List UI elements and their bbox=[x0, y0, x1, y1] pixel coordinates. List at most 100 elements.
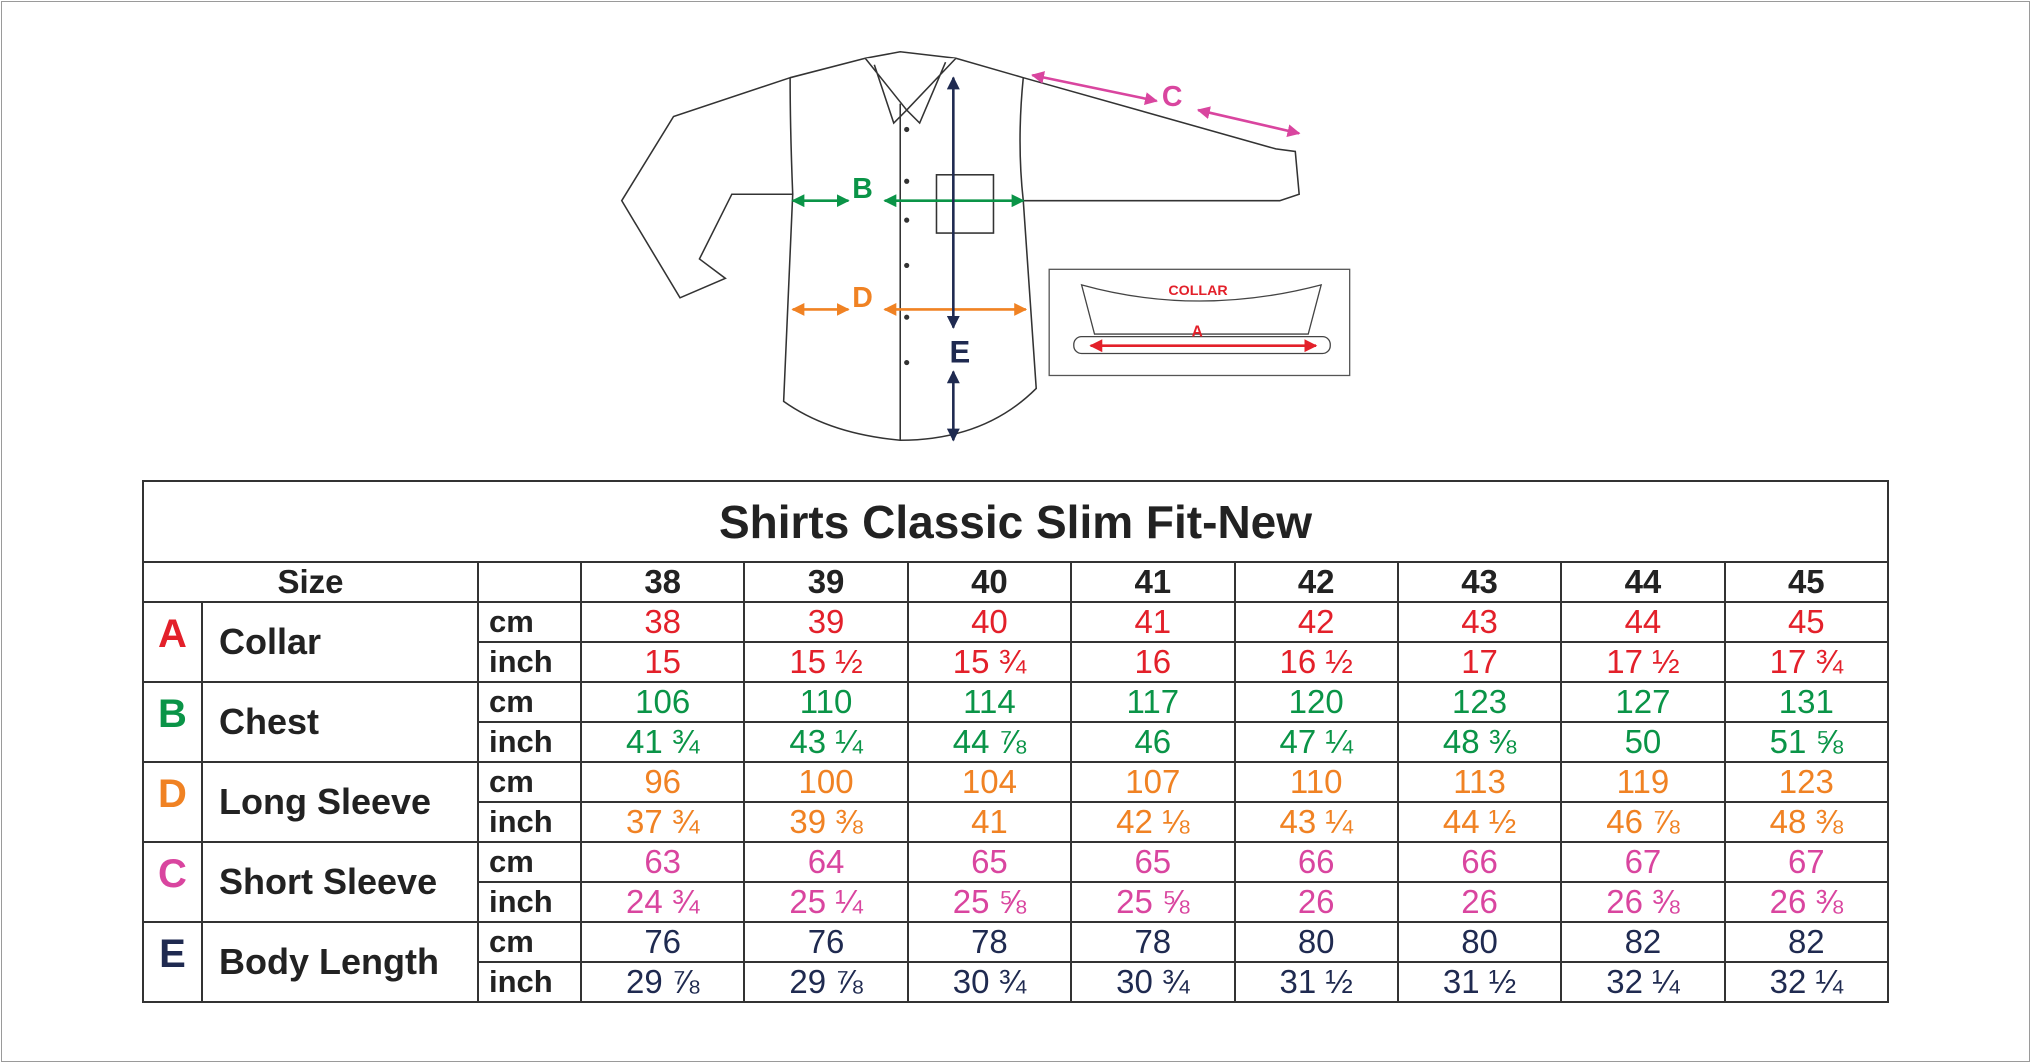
value-cell: 26 bbox=[1396, 881, 1563, 923]
value-cell: 41 ¾ bbox=[579, 721, 746, 763]
measurement-letter: A bbox=[142, 601, 203, 683]
value-cell: 123 bbox=[1396, 681, 1563, 723]
unit-label: cm bbox=[477, 841, 582, 883]
label-e: E bbox=[949, 335, 970, 370]
value-cell: 48 ⅜ bbox=[1723, 801, 1890, 843]
value-cell: 38 bbox=[579, 601, 746, 643]
value-cell: 26 bbox=[1233, 881, 1399, 923]
value-cell: 117 bbox=[1070, 681, 1236, 723]
value-cell: 100 bbox=[743, 761, 909, 803]
value-cell: 76 bbox=[579, 921, 746, 963]
value-cell: 80 bbox=[1396, 921, 1563, 963]
size-header: Size bbox=[142, 561, 479, 603]
value-cell: 65 bbox=[906, 841, 1073, 883]
value-cell: 41 bbox=[1070, 601, 1236, 643]
label-a: A bbox=[1192, 324, 1203, 341]
size-column-header: 43 bbox=[1396, 561, 1563, 603]
value-cell: 39 bbox=[743, 601, 909, 643]
value-cell: 64 bbox=[743, 841, 909, 883]
value-cell: 48 ⅜ bbox=[1396, 721, 1563, 763]
measurement-label: Long Sleeve bbox=[201, 761, 479, 843]
value-cell: 110 bbox=[1233, 761, 1399, 803]
value-cell: 24 ¾ bbox=[579, 881, 746, 923]
size-column-header: 42 bbox=[1233, 561, 1399, 603]
value-cell: 41 bbox=[906, 801, 1073, 843]
value-cell: 26 ⅜ bbox=[1723, 881, 1890, 923]
value-cell: 15 bbox=[579, 641, 746, 683]
value-cell: 113 bbox=[1396, 761, 1563, 803]
value-cell: 45 bbox=[1723, 601, 1890, 643]
size-column-header: 45 bbox=[1723, 561, 1890, 603]
label-b: B bbox=[852, 173, 873, 205]
unit-label: cm bbox=[477, 601, 582, 643]
value-cell: 66 bbox=[1396, 841, 1563, 883]
value-cell: 67 bbox=[1560, 841, 1726, 883]
value-cell: 30 ¾ bbox=[1070, 961, 1236, 1003]
shirt-outline bbox=[620, 51, 1300, 441]
value-cell: 15 ¾ bbox=[906, 641, 1073, 683]
value-cell: 82 bbox=[1723, 921, 1890, 963]
value-cell: 16 bbox=[1070, 641, 1236, 683]
unit-label: inch bbox=[477, 881, 582, 923]
value-cell: 63 bbox=[579, 841, 746, 883]
value-cell: 25 ¼ bbox=[743, 881, 909, 923]
value-cell: 42 bbox=[1233, 601, 1399, 643]
value-cell: 78 bbox=[1070, 921, 1236, 963]
value-cell: 43 ¼ bbox=[743, 721, 909, 763]
buttons bbox=[904, 126, 910, 366]
value-cell: 31 ½ bbox=[1396, 961, 1563, 1003]
value-cell: 31 ½ bbox=[1233, 961, 1399, 1003]
value-cell: 17 ½ bbox=[1560, 641, 1726, 683]
value-cell: 17 bbox=[1396, 641, 1563, 683]
unit-header-empty bbox=[477, 561, 582, 603]
value-cell: 17 ¾ bbox=[1723, 641, 1890, 683]
value-cell: 25 ⅝ bbox=[1070, 881, 1236, 923]
chart-title: Shirts Classic Slim Fit-New bbox=[142, 480, 1889, 563]
value-cell: 82 bbox=[1560, 921, 1726, 963]
value-cell: 25 ⅝ bbox=[906, 881, 1073, 923]
value-cell: 40 bbox=[906, 601, 1073, 643]
label-d: D bbox=[852, 282, 873, 314]
value-cell: 78 bbox=[906, 921, 1073, 963]
value-cell: 44 bbox=[1560, 601, 1726, 643]
size-column-header: 44 bbox=[1560, 561, 1726, 603]
value-cell: 46 bbox=[1070, 721, 1236, 763]
value-cell: 29 ⅞ bbox=[743, 961, 909, 1003]
measurement-label: Chest bbox=[201, 681, 479, 763]
value-cell: 32 ¼ bbox=[1723, 961, 1890, 1003]
shirt-diagram: B D E C COLLAR A bbox=[620, 51, 1351, 442]
value-cell: 131 bbox=[1723, 681, 1890, 723]
unit-label: cm bbox=[477, 761, 582, 803]
value-cell: 43 ¼ bbox=[1233, 801, 1399, 843]
value-cell: 106 bbox=[579, 681, 746, 723]
value-cell: 37 ¾ bbox=[579, 801, 746, 843]
size-column-header: 40 bbox=[906, 561, 1073, 603]
measurement-label: Short Sleeve bbox=[201, 841, 479, 923]
value-cell: 51 ⅝ bbox=[1723, 721, 1890, 763]
value-cell: 76 bbox=[743, 921, 909, 963]
value-cell: 107 bbox=[1070, 761, 1236, 803]
collar-caption: COLLAR bbox=[1168, 283, 1227, 299]
value-cell: 114 bbox=[906, 681, 1073, 723]
size-column-header: 39 bbox=[743, 561, 909, 603]
value-cell: 44 ⅞ bbox=[906, 721, 1073, 763]
value-cell: 80 bbox=[1233, 921, 1399, 963]
measurement-label: Collar bbox=[201, 601, 479, 683]
measurement-letter: B bbox=[142, 681, 203, 763]
unit-label: cm bbox=[477, 921, 582, 963]
value-cell: 127 bbox=[1560, 681, 1726, 723]
value-cell: 16 ½ bbox=[1233, 641, 1399, 683]
value-cell: 104 bbox=[906, 761, 1073, 803]
measurement-letter: D bbox=[142, 761, 203, 843]
measurement-label: Body Length bbox=[201, 921, 479, 1003]
value-cell: 39 ⅜ bbox=[743, 801, 909, 843]
unit-label: inch bbox=[477, 641, 582, 683]
unit-label: inch bbox=[477, 961, 582, 1003]
value-cell: 32 ¼ bbox=[1560, 961, 1726, 1003]
